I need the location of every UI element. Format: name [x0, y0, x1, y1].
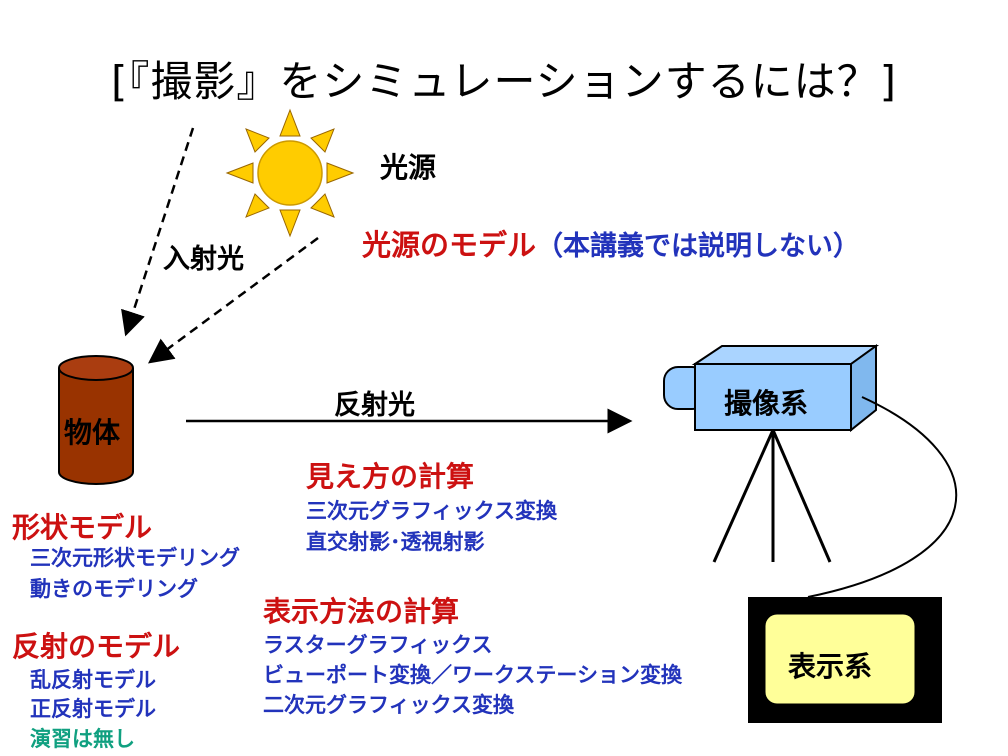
shape-model-heading: 形状モデル [12, 511, 153, 544]
incident-light-label: 入射光 [163, 244, 244, 275]
light-model-line: 光源のモデル（本講義では説明しない） [362, 222, 860, 264]
page-title: [『撮影』をシミュレーションするには？] [110, 57, 898, 106]
object-label: 物体 [64, 416, 121, 449]
camera-icon [663, 344, 880, 433]
reflection-model-item: 乱反射モデル [30, 668, 156, 692]
appearance-item: 直交射影･透視射影 [306, 530, 485, 554]
reflection-model-note: 演習は無し [30, 727, 135, 751]
reflection-model-heading: 反射のモデル [12, 630, 181, 663]
display-method-item: ラスターグラフィックス [263, 633, 493, 657]
tripod [712, 429, 832, 563]
appearance-heading: 見え方の計算 [306, 460, 475, 493]
object-cylinder [58, 355, 134, 485]
reflected-light-label: 反射光 [334, 390, 415, 421]
display-method-heading: 表示方法の計算 [263, 595, 460, 628]
appearance-item: 三次元グラフィックス変換 [306, 499, 557, 523]
shape-model-item: 三次元形状モデリング [30, 546, 240, 570]
light-source-label: 光源 [380, 151, 437, 184]
display-monitor [748, 597, 942, 723]
camera-label: 撮像系 [724, 387, 809, 420]
light-model-note: （本講義では説明しない） [536, 231, 861, 262]
incident-ray-2 [147, 236, 319, 364]
light-model-heading: 光源のモデル [362, 228, 537, 262]
display-method-item: 二次元グラフィックス変換 [263, 693, 514, 717]
incident-ray-1 [121, 127, 195, 337]
reflection-model-item: 正反射モデル [30, 697, 156, 721]
display-label: 表示系 [788, 650, 873, 683]
camera-cable [807, 396, 957, 598]
display-method-item: ビューポート変換／ワークステーション変換 [263, 663, 682, 687]
sun-icon [225, 108, 355, 238]
shape-model-item: 動きのモデリング [30, 577, 198, 601]
